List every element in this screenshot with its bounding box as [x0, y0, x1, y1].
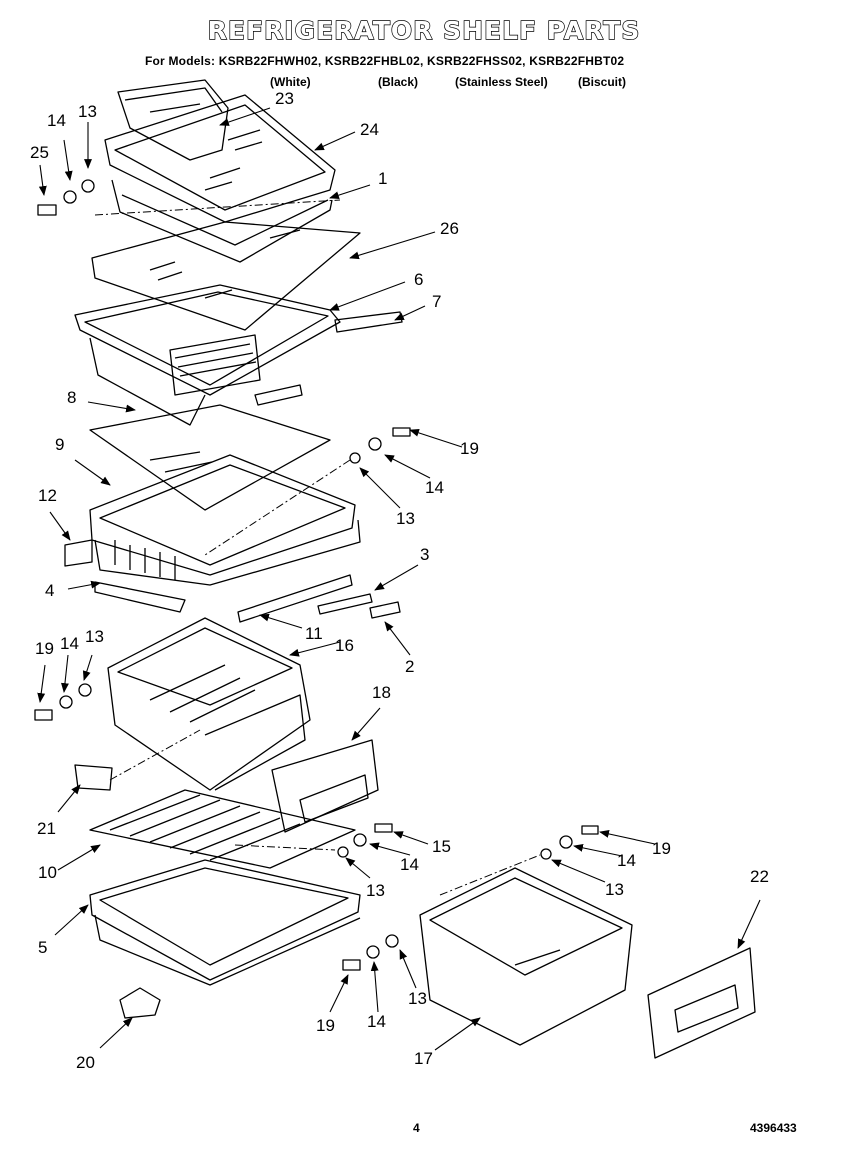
callout-13: 13: [85, 627, 104, 646]
hardware-set-top: [37, 179, 95, 216]
part-number: 4396433: [750, 1121, 797, 1135]
hardware-set-mid: [349, 427, 411, 464]
callout-23: 23: [275, 89, 294, 108]
callout-2: 2: [405, 657, 415, 676]
callout-14: 14: [400, 855, 419, 874]
part-10-wire-shelf: [89, 789, 356, 869]
callout-14: 14: [47, 111, 66, 130]
callout-9: 9: [55, 435, 65, 454]
callout-19: 19: [460, 439, 479, 458]
part-24-shelf-glass: [104, 94, 336, 223]
part-2-clip: [369, 601, 401, 619]
callout-14: 14: [425, 478, 444, 497]
hardware-set-bottom: [342, 934, 399, 971]
callout-17: 17: [414, 1049, 433, 1068]
callout-14: 14: [367, 1012, 386, 1031]
callout-25: 25: [30, 143, 49, 162]
part-16-crisper-drawer: [107, 617, 311, 791]
hardware-set-15: [337, 823, 393, 858]
callout-4: 4: [45, 581, 55, 600]
part-21-clip: [74, 764, 113, 791]
variant-biscuit: (Biscuit): [578, 75, 626, 89]
callout-15: 15: [432, 837, 451, 856]
callout-13: 13: [78, 102, 97, 121]
part-4-rail: [94, 581, 186, 613]
callout-21: 21: [37, 819, 56, 838]
part-18-drawer-front: [271, 739, 379, 833]
page-title: REFRIGERATOR SHELF PARTS: [207, 15, 641, 45]
variant-stainless: (Stainless Steel): [455, 75, 548, 89]
part-22-drawer-front: [647, 947, 756, 1059]
callout-22: 22: [750, 867, 769, 886]
part-20-endcap: [119, 987, 161, 1019]
callout-7: 7: [432, 292, 442, 311]
part-17-lower-drawer: [419, 867, 633, 1046]
hardware-set-left: [34, 683, 92, 721]
callout-13: 13: [605, 880, 624, 899]
variant-white: (White): [270, 75, 311, 89]
part-9-drawer-frame: [89, 454, 361, 586]
hardware-set-right: [540, 825, 599, 860]
part-11-rail: [237, 574, 353, 623]
callout-16: 16: [335, 636, 354, 655]
part-26-glass-shelf: [91, 221, 361, 331]
callout-5: 5: [38, 938, 48, 957]
model-list: For Models: KSRB22FHWH02, KSRB22FHBL02, …: [145, 54, 625, 68]
callout-1: 1: [378, 169, 388, 188]
part-7-trim: [254, 311, 403, 406]
callout-6: 6: [414, 270, 424, 289]
callout-19: 19: [35, 639, 54, 658]
part-23-door-bin: [117, 79, 229, 161]
part-8-glass: [89, 404, 331, 511]
page-number: 4: [413, 1121, 420, 1135]
callout-14: 14: [60, 634, 79, 653]
callout-3: 3: [420, 545, 430, 564]
part-1-shelf-frame: [111, 179, 333, 263]
part-5-drawer-frame: [89, 859, 361, 986]
variant-black: (Black): [378, 75, 419, 89]
callout-11: 11: [305, 624, 323, 643]
callout-8: 8: [67, 388, 77, 407]
callout-24: 24: [360, 120, 379, 139]
part-12-endcap: [64, 539, 93, 567]
callout-12: 12: [38, 486, 57, 505]
part-3-clip: [317, 593, 373, 615]
callout-18: 18: [372, 683, 391, 702]
part-6-crisper-frame: [74, 284, 341, 426]
callout-26: 26: [440, 219, 459, 238]
callout-19: 19: [316, 1016, 335, 1035]
callout-10: 10: [38, 863, 57, 882]
callout-13: 13: [408, 989, 427, 1008]
callout-13: 13: [396, 509, 415, 528]
callout-13: 13: [366, 881, 385, 900]
callout-14: 14: [617, 851, 636, 870]
callout-20: 20: [76, 1053, 95, 1072]
callout-19: 19: [652, 839, 671, 858]
